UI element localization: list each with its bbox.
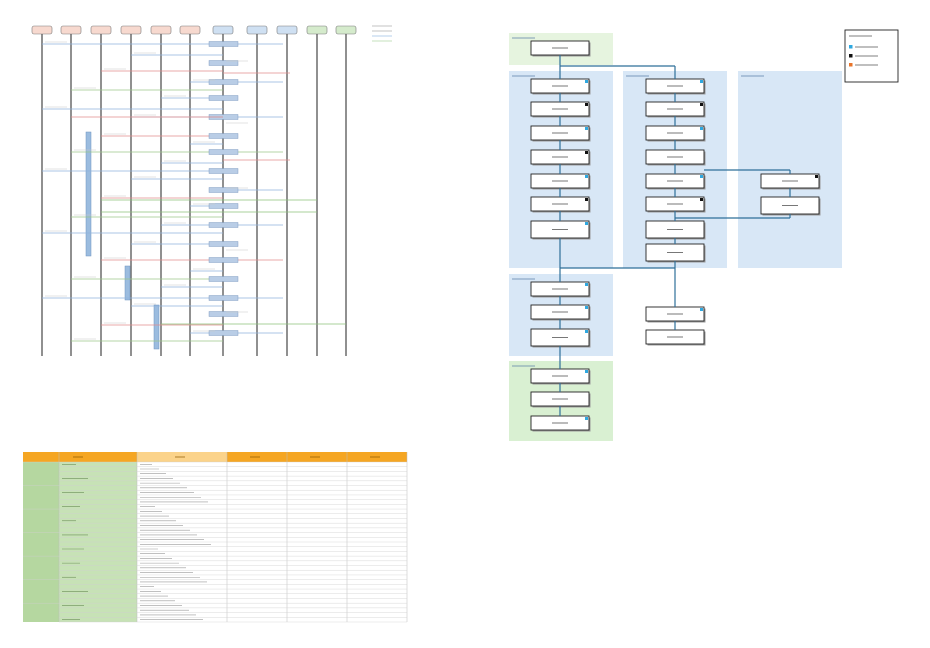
lifeline-header [276,25,298,35]
node-marker [700,175,703,178]
node-marker [585,127,588,130]
process-box [208,311,239,317]
node-marker [700,308,703,311]
legend-marker [849,63,853,67]
lifeline-header [60,25,82,35]
node-marker [585,175,588,178]
process-box [208,295,239,301]
activation-bar [153,304,160,350]
process-box [208,257,239,263]
spec-table [23,452,408,623]
activation-bar [124,265,131,301]
lifeline-header [179,25,201,35]
node-marker [815,175,818,178]
lifeline-header [212,25,234,35]
lifeline-header [120,25,142,35]
process-box [208,60,239,66]
lifeline-header [246,25,268,35]
lifeline-header [335,25,357,35]
process-box [208,203,239,209]
node-marker [585,198,588,201]
node-marker [585,370,588,373]
process-box [208,168,239,174]
process-box [208,79,239,85]
process-box [208,276,239,282]
process-box [208,330,239,336]
node-marker [700,80,703,83]
node-marker [585,417,588,420]
process-box [208,149,239,155]
process-box [208,133,239,139]
node-marker [585,283,588,286]
node-marker [585,80,588,83]
flow-legend [844,29,899,83]
sequence-diagram [31,25,392,356]
lifeline-header [306,25,328,35]
node-marker [585,151,588,154]
node-marker [585,306,588,309]
process-box [208,241,239,247]
node-marker [700,127,703,130]
process-box [208,187,239,193]
process-box [208,222,239,228]
table-side-column [23,462,59,622]
legend-marker [849,45,853,49]
activation-bar [85,131,92,257]
lifeline-header [150,25,172,35]
node-marker [700,198,703,201]
flow-diagram [509,33,842,441]
node-marker [585,330,588,333]
process-box [208,41,239,47]
legend-marker [849,54,853,58]
node-marker [700,103,703,106]
node-marker [585,103,588,106]
lifeline-header [31,25,53,35]
node-marker [585,222,588,225]
process-box [208,95,239,101]
lifeline-header [90,25,112,35]
